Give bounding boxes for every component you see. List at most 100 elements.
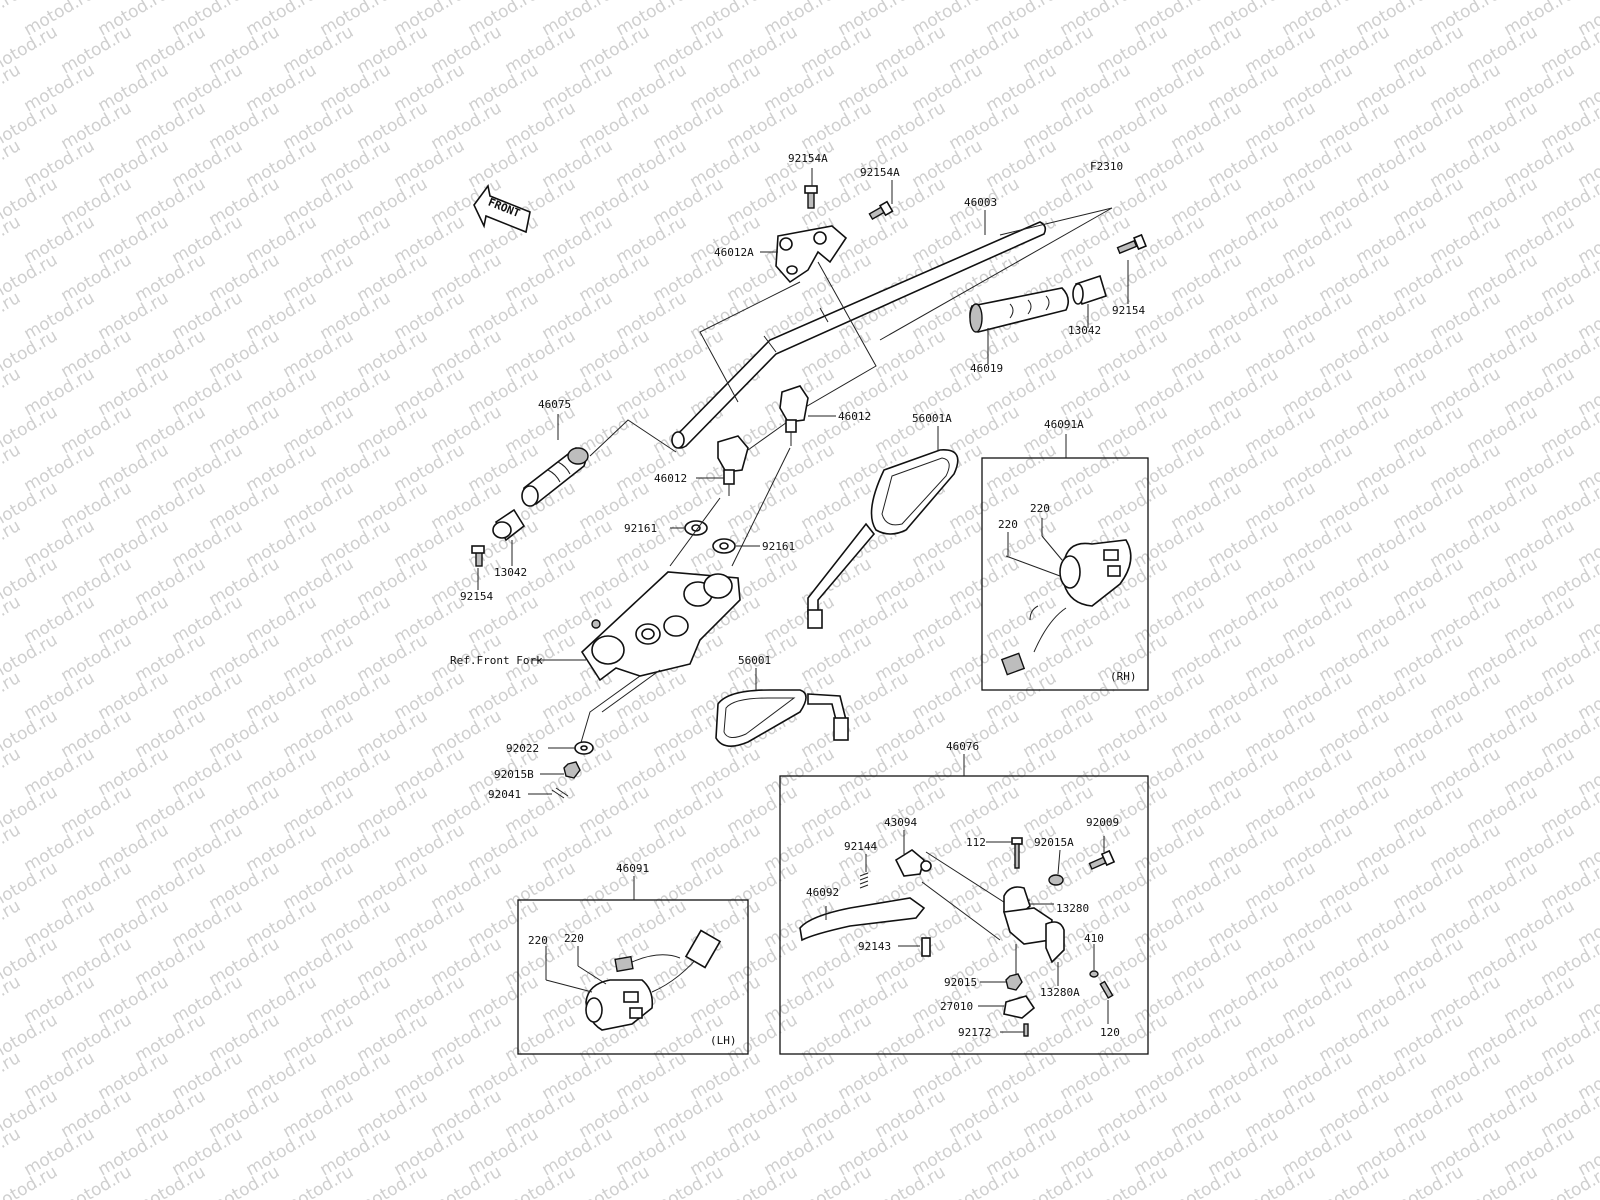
label-220-a: 220 (1030, 502, 1050, 515)
label-92161-1: 92161 (624, 522, 657, 535)
pivot-92143 (921, 937, 931, 957)
watermark-text: motod.ru (0, 516, 24, 572)
label-92172: 92172 (958, 1026, 991, 1039)
label-46012-2: 46012 (654, 472, 687, 485)
label-410: 410 (1084, 932, 1104, 945)
label-46019: 46019 (970, 362, 1003, 375)
switch-43094 (894, 849, 932, 877)
watermark-text: motod.ru (0, 820, 24, 876)
watermark-text: motod.ru (0, 744, 24, 800)
washer-410 (1089, 970, 1099, 978)
label-46091A: 46091A (1044, 418, 1084, 431)
label-46012A: 46012A (714, 246, 754, 259)
bolt-92154-l (471, 545, 485, 567)
bolt-112 (1011, 837, 1023, 869)
label-46075: 46075 (538, 398, 571, 411)
label-220-c: 220 (528, 934, 548, 947)
label-92041: 92041 (488, 788, 521, 801)
label-lh: (LH) (710, 1034, 737, 1047)
label-92154A-2: 92154A (860, 166, 900, 179)
watermark-text: motod.ru (0, 1124, 24, 1180)
label-92161-2: 92161 (762, 540, 795, 553)
label-220-b: 220 (998, 518, 1018, 531)
watermark-text: motod.ru (0, 668, 24, 724)
spring-92144 (859, 872, 869, 889)
holder-46012-right (779, 385, 809, 446)
bolt-92154A-1 (804, 185, 818, 209)
watermark-text: motod.ru (0, 592, 24, 648)
bolt-92154-r (1116, 233, 1147, 255)
label-46076: 46076 (946, 740, 979, 753)
watermark-text: motod.ru (0, 364, 24, 420)
nut-92015B (563, 761, 581, 779)
watermark-text: motod.ru (0, 1048, 24, 1104)
label-92154-r: 92154 (1112, 304, 1145, 317)
label-92015: 92015 (944, 976, 977, 989)
mirror-56001A (807, 449, 959, 629)
bar-end-13042-r (1072, 274, 1107, 306)
label-46012-1: 46012 (838, 410, 871, 423)
mirror-56001 (715, 689, 849, 747)
holder-46012-center (717, 435, 749, 496)
label-92009: 92009 (1086, 816, 1119, 829)
label-56001: 56001 (738, 654, 771, 667)
figure-code: F2310 (1090, 160, 1123, 173)
watermark-text: motod.ru (0, 212, 24, 268)
watermark-text: motod.ru (0, 972, 24, 1028)
holder-13280A (1045, 921, 1065, 964)
switch-46091A (1000, 539, 1132, 676)
nut-92015 (1005, 973, 1023, 991)
watermark-text: motod.ru (0, 440, 24, 496)
label-92015A: 92015A (1034, 836, 1074, 849)
label-27010: 27010 (940, 1000, 973, 1013)
bar-end-13042-l (492, 508, 526, 542)
label-46091: 46091 (616, 862, 649, 875)
washer-92015A (1048, 874, 1064, 886)
label-46003: 46003 (964, 196, 997, 209)
label-13280: 13280 (1056, 902, 1089, 915)
label-92143: 92143 (858, 940, 891, 953)
washer-92161-1 (684, 520, 708, 536)
triple-clamp (580, 571, 741, 682)
label-13042-r: 13042 (1068, 324, 1101, 337)
watermark-text: motod.ru (0, 896, 24, 952)
label-120: 120 (1100, 1026, 1120, 1039)
label-112: 112 (966, 836, 986, 849)
grip-46075 (521, 447, 589, 507)
label-ref-front-fork: Ref.Front Fork (450, 654, 543, 667)
bolt-92154A-2 (868, 200, 894, 221)
label-43094: 43094 (884, 816, 917, 829)
watermark-text: motod.ru (0, 136, 24, 192)
label-92144: 92144 (844, 840, 877, 853)
callout-labels: 92154A 92154A 46003 46012A 92154 13042 4… (450, 152, 1145, 1047)
rh-switch-box (981, 457, 1149, 691)
handlebar-46003 (671, 221, 1047, 449)
washer-92022 (574, 741, 594, 755)
switch-46091 (585, 929, 722, 1031)
label-92154-l: 92154 (460, 590, 493, 603)
label-220-d: 220 (564, 932, 584, 945)
label-92022: 92022 (506, 742, 539, 755)
lh-switch-box (517, 899, 749, 1055)
switch-27010 (1003, 995, 1036, 1019)
screw-92172 (1023, 1023, 1029, 1037)
label-rh: (RH) (1110, 670, 1137, 683)
clamp-46012A (775, 225, 848, 284)
label-56001A: 56001A (912, 412, 952, 425)
watermark-text: motod.ru (0, 0, 24, 40)
grip-46019 (969, 287, 1070, 333)
watermark-text: motod.ru (0, 60, 24, 116)
bolt-92009 (1088, 849, 1116, 870)
pin-92041 (551, 787, 569, 799)
label-46092: 46092 (806, 886, 839, 899)
label-92015B: 92015B (494, 768, 534, 781)
label-13280A: 13280A (1040, 986, 1080, 999)
label-13042-l: 13042 (494, 566, 527, 579)
lever-46092 (799, 897, 926, 942)
watermark-text: motod.ru (0, 288, 24, 344)
label-92154A-1: 92154A (788, 152, 828, 165)
washer-92161-2 (712, 538, 736, 554)
screw-120 (1099, 980, 1114, 999)
